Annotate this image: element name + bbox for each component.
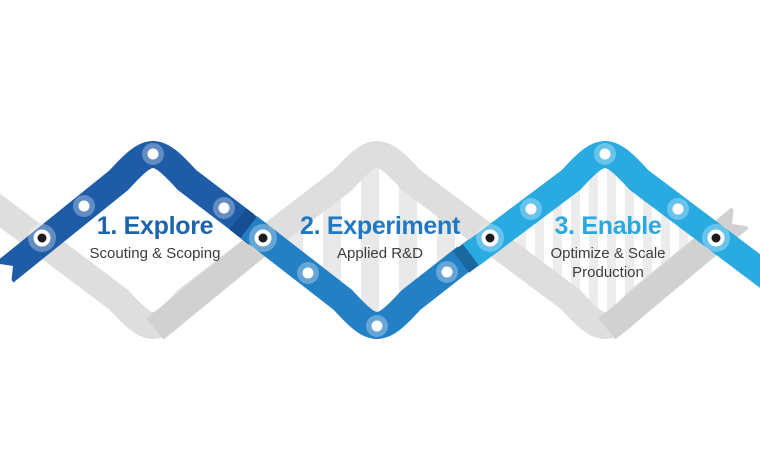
junction-node-icon xyxy=(28,224,56,252)
phase-1-label: 1. Explore Scouting & Scoping xyxy=(53,213,257,264)
phase-3-heading: 3. Enable xyxy=(554,212,662,240)
phase-2-heading: 2. Experiment xyxy=(299,212,461,240)
junction-node-icon xyxy=(249,224,277,252)
phase-2-label: 2. Experiment Applied R&D xyxy=(278,213,482,264)
junction-node-icon xyxy=(476,224,504,252)
junction-nodes xyxy=(28,224,730,252)
milestone-node-icon xyxy=(73,195,95,217)
gray-ribbon-fork-tail-notch xyxy=(732,206,751,227)
milestone-node-icon xyxy=(213,197,235,219)
milestone-node-icon xyxy=(297,262,319,284)
milestone-node-icon xyxy=(594,143,616,165)
milestone-node-icon xyxy=(667,198,689,220)
milestone-node-icon xyxy=(436,261,458,283)
phase-3-subheading: Optimize & Scale Production xyxy=(550,245,666,281)
phase-1-heading: 1. Explore xyxy=(96,212,214,240)
blue-ribbon-fork-tail-notch xyxy=(0,263,13,285)
milestone-nodes xyxy=(73,143,689,337)
phase-3-label: 3. Enable Optimize & Scale Production xyxy=(533,213,683,282)
milestone-node-icon xyxy=(520,198,542,220)
milestone-node-icon xyxy=(142,143,164,165)
phase-2-subheading: Applied R&D xyxy=(337,245,423,263)
phase-1-subheading: Scouting & Scoping xyxy=(89,245,221,263)
junction-node-icon xyxy=(702,224,730,252)
milestone-node-icon xyxy=(366,315,388,337)
